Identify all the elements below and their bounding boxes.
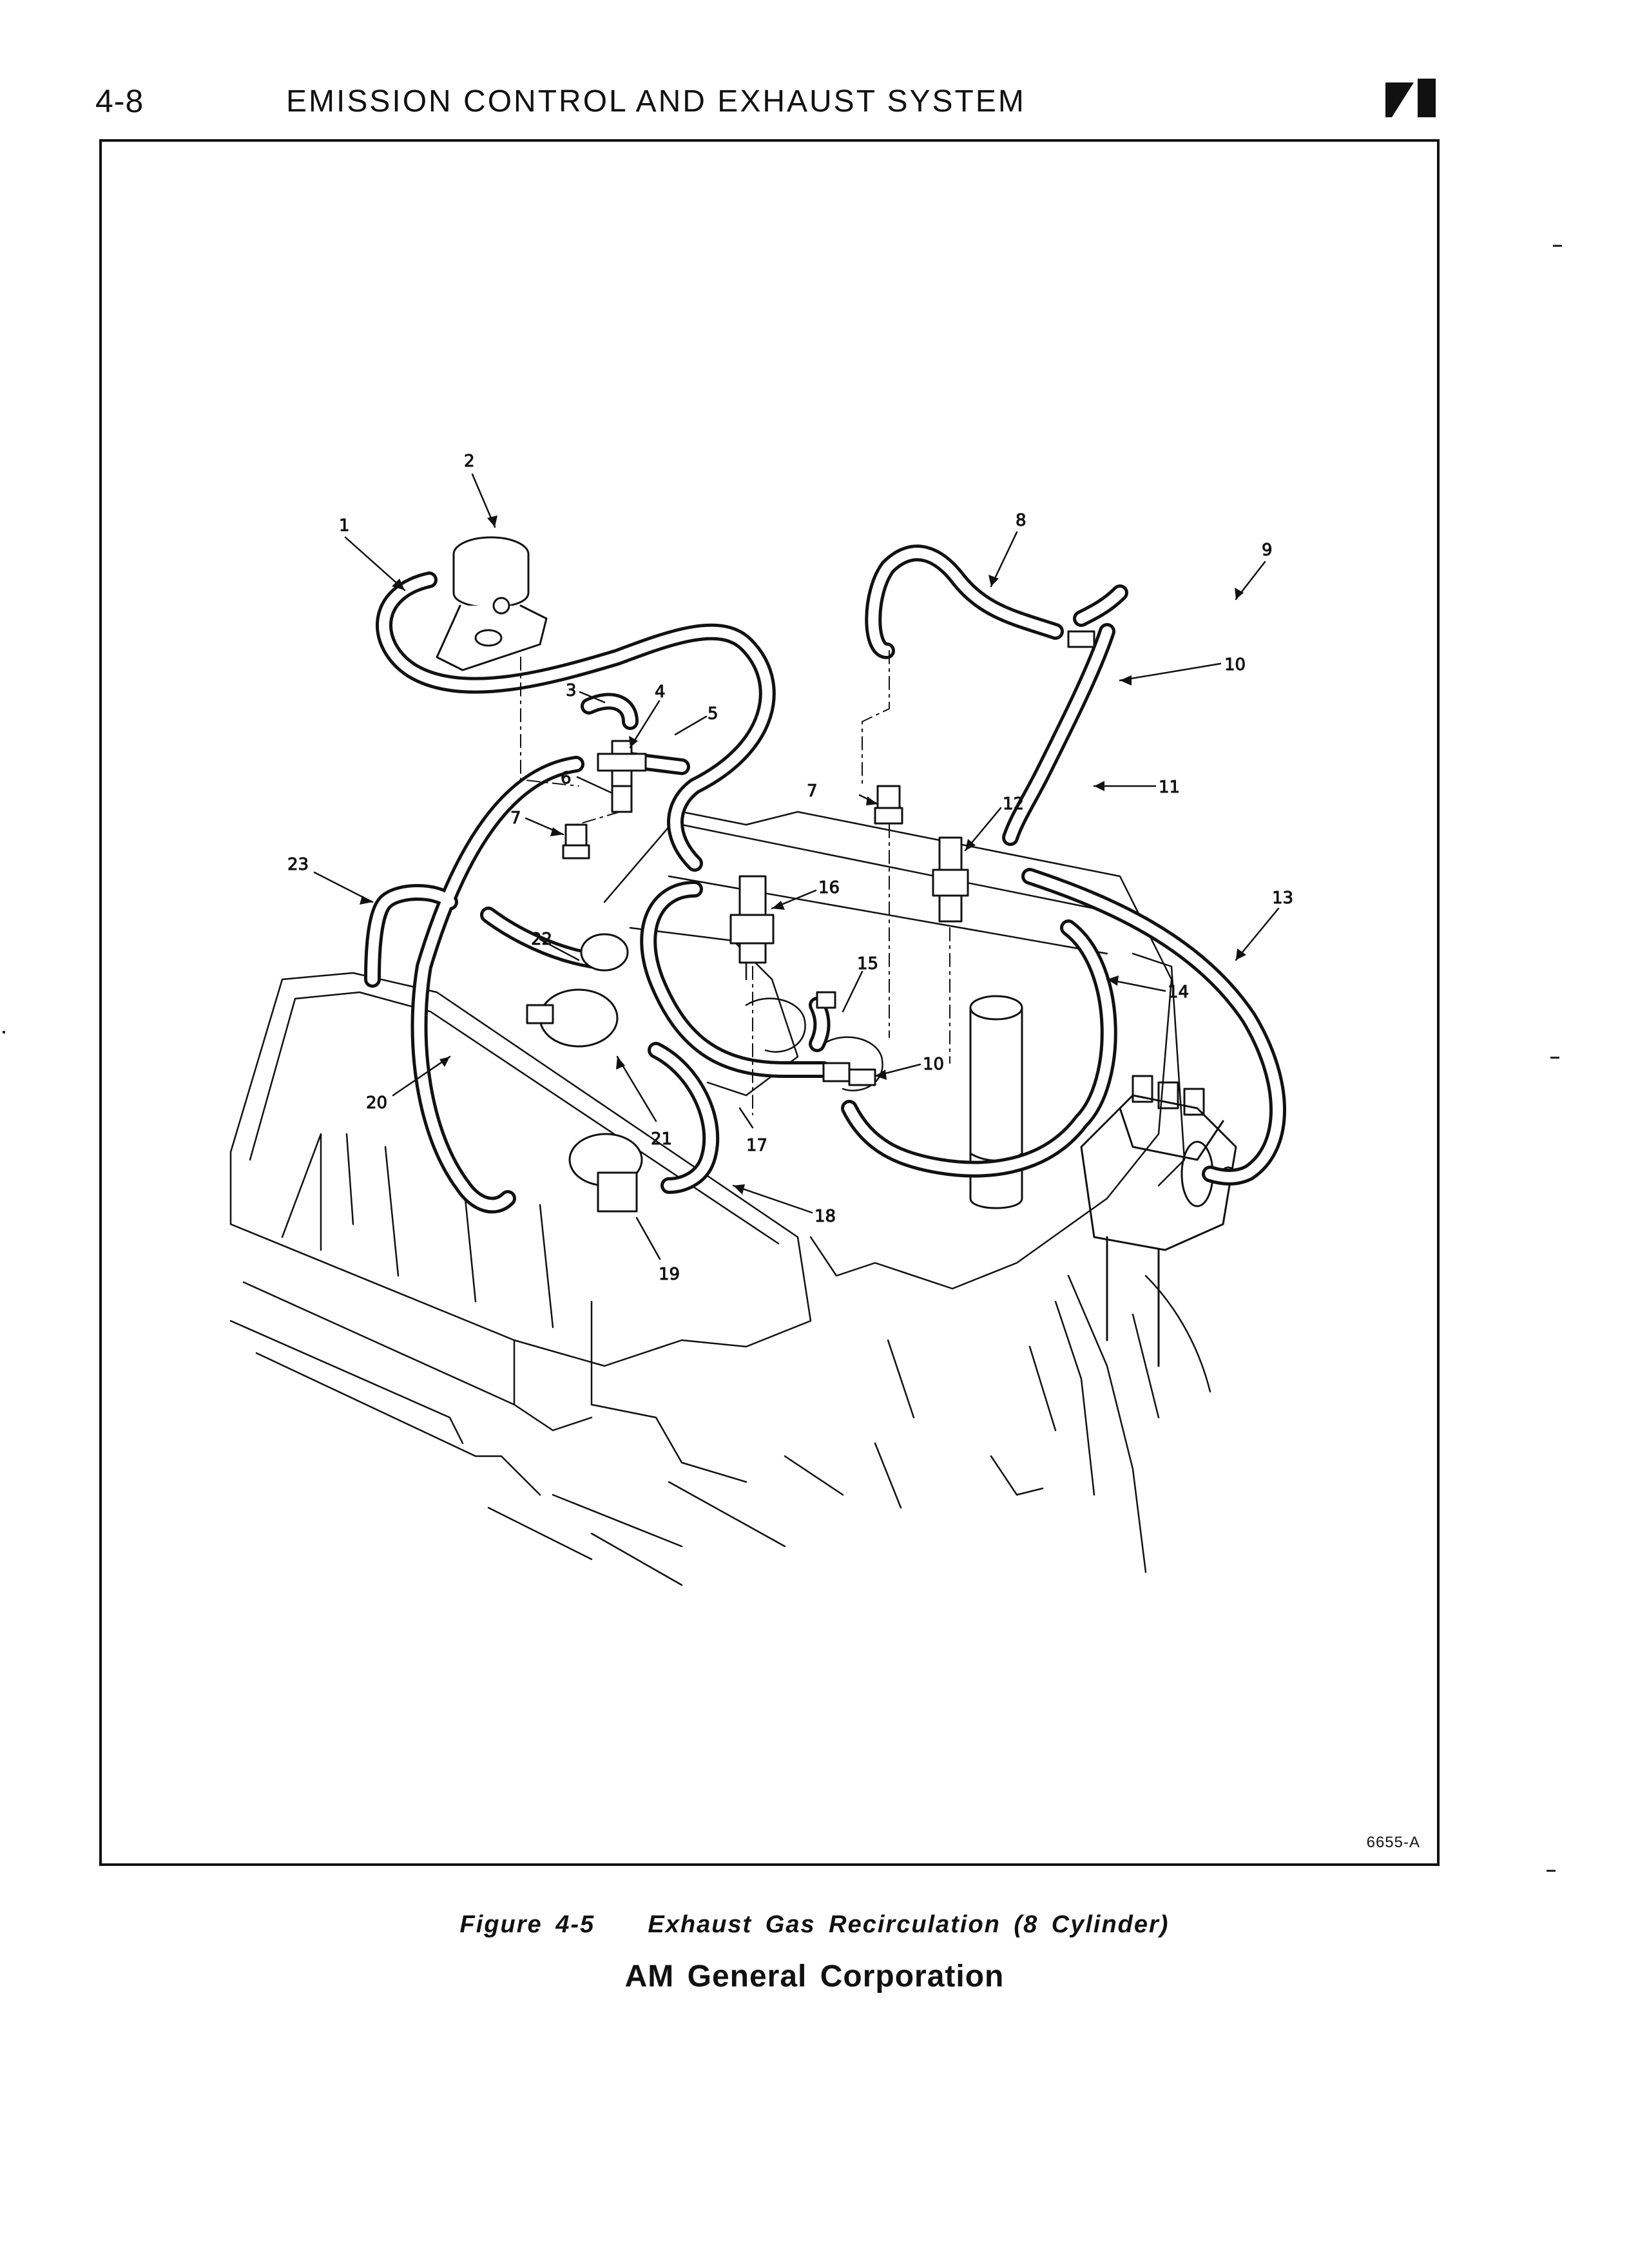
callout-7a: 7 bbox=[510, 809, 521, 828]
margin-mark bbox=[1550, 1057, 1559, 1059]
callout-20: 20 bbox=[366, 1093, 387, 1113]
callout-arrowheads bbox=[360, 515, 1246, 1195]
callout-3: 3 bbox=[566, 681, 577, 700]
callout-21: 21 bbox=[651, 1129, 672, 1149]
jeep-logo-icon bbox=[1385, 79, 1436, 117]
figure-code: 6655-A bbox=[1366, 1834, 1420, 1851]
alignment-lines bbox=[520, 650, 950, 1115]
callout-5: 5 bbox=[708, 704, 718, 724]
callout-10a: 10 bbox=[1224, 655, 1246, 675]
callout-leaders bbox=[313, 473, 1280, 1260]
callout-13: 13 bbox=[1272, 889, 1293, 908]
egr-valve bbox=[436, 536, 548, 671]
callout-16: 16 bbox=[818, 878, 840, 898]
callout-22: 22 bbox=[531, 930, 552, 949]
callout-18: 18 bbox=[815, 1207, 836, 1226]
callout-labels: 1 2 3 4 5 6 7 7 8 9 10 10 11 12 13 14 15… bbox=[287, 452, 1294, 1285]
figure-caption: Figure 4-5 Exhaust Gas Recirculation (8 … bbox=[0, 1911, 1629, 1939]
callout-4: 4 bbox=[655, 682, 666, 702]
margin-mark bbox=[3, 1031, 5, 1033]
callout-17: 17 bbox=[746, 1136, 767, 1155]
figure-title: Exhaust Gas Recirculation (8 Cylinder) bbox=[648, 1911, 1170, 1938]
callout-19: 19 bbox=[659, 1265, 680, 1284]
distributor bbox=[1080, 1075, 1237, 1367]
callout-11: 11 bbox=[1159, 778, 1180, 797]
margin-mark bbox=[1547, 1870, 1556, 1872]
corporation-name: AM General Corporation bbox=[624, 1959, 1005, 1994]
callout-9: 9 bbox=[1262, 541, 1273, 560]
callout-14: 14 bbox=[1168, 983, 1189, 1002]
page-number: 4-8 bbox=[95, 83, 144, 119]
callout-23: 23 bbox=[287, 855, 309, 874]
fittings bbox=[526, 630, 1095, 1213]
egr-diagram: 1 2 3 4 5 6 7 7 8 9 10 10 11 12 13 14 15… bbox=[229, 452, 1294, 1586]
callout-2: 2 bbox=[464, 452, 475, 471]
margin-mark bbox=[1553, 245, 1562, 247]
callout-15: 15 bbox=[857, 954, 878, 974]
callout-7b: 7 bbox=[807, 782, 818, 801]
callout-12: 12 bbox=[1003, 794, 1024, 814]
figure-label: Figure 4-5 bbox=[459, 1911, 595, 1938]
figure-frame: 1 2 3 4 5 6 7 7 8 9 10 10 11 12 13 14 15… bbox=[99, 139, 1440, 1866]
section-title: EMISSION CONTROL AND EXHAUST SYSTEM bbox=[286, 84, 1026, 119]
callout-6: 6 bbox=[561, 769, 572, 788]
hoses bbox=[364, 544, 1286, 1214]
callout-1: 1 bbox=[339, 516, 350, 535]
callout-10b: 10 bbox=[923, 1055, 944, 1074]
callout-8: 8 bbox=[1016, 511, 1027, 530]
